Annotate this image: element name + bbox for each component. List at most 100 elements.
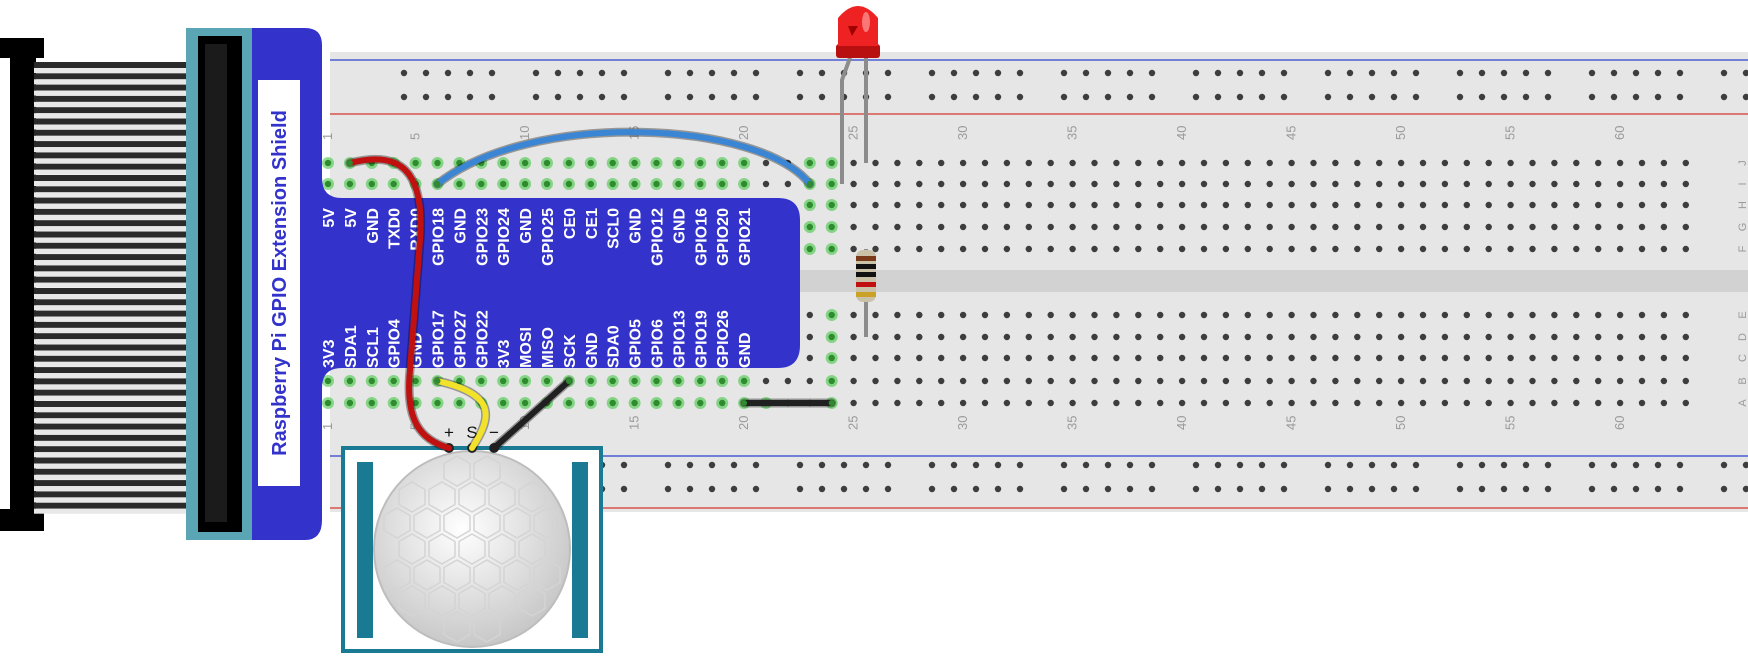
ribbon-wire-dark: [34, 242, 194, 249]
breadboard-hole: [1157, 223, 1164, 231]
column-number: 50: [1393, 416, 1408, 430]
breadboard-hole: [1266, 399, 1273, 407]
breadboard-hole: [1376, 245, 1383, 253]
breadboard-hole: [1310, 159, 1317, 167]
pin-label: GPIO24: [496, 208, 513, 266]
ribbon-wire-dark: [34, 265, 194, 272]
breadboard-hole: [1529, 311, 1536, 319]
breadboard-hole: [719, 377, 726, 385]
wires: [345, 127, 837, 453]
breadboard-hole: [587, 180, 594, 188]
breadboard-hole: [324, 159, 332, 167]
rail-hole: [796, 485, 804, 493]
breadboard-hole: [1616, 223, 1624, 231]
breadboard-hole: [1397, 159, 1405, 167]
breadboard-hole: [675, 399, 682, 407]
breadboard-hole: [1595, 311, 1602, 319]
ribbon-wire-light: [34, 463, 194, 469]
ribbon-wire-dark: [34, 367, 194, 374]
rail-hole: [1258, 69, 1266, 77]
rail-hole: [1588, 93, 1596, 101]
ribbon-wire-dark: [34, 152, 194, 159]
breadboard-hole: [1551, 223, 1558, 231]
rail-hole: [1720, 485, 1728, 493]
breadboard-hole: [1419, 223, 1427, 231]
breadboard-hole: [1616, 354, 1624, 362]
breadboard-hole: [1638, 201, 1646, 209]
breadboard-hole: [1354, 245, 1361, 253]
pir-facet: [428, 533, 456, 565]
breadboard-hole: [1135, 223, 1142, 231]
breadboard-hole: [1397, 399, 1405, 407]
breadboard-hole: [1222, 354, 1230, 362]
rail-hole: [1280, 69, 1288, 77]
breadboard-hole: [894, 399, 901, 407]
breadboard-hole: [1332, 201, 1339, 209]
breadboard-hole: [1376, 333, 1383, 341]
breadboard-hole: [1200, 201, 1208, 209]
breadboard-hole: [959, 180, 967, 188]
rail-hole: [532, 69, 540, 77]
rail-hole: [1610, 69, 1618, 77]
breadboard-hole: [1200, 333, 1208, 341]
breadboard-hole: [1244, 399, 1252, 407]
breadboard-hole: [1091, 245, 1098, 253]
ribbon-wire-light: [34, 124, 194, 130]
ribbon-wire-dark: [34, 73, 194, 80]
breadboard-hole: [762, 377, 770, 385]
breadboard-hole: [806, 333, 813, 341]
breadboard-hole: [1266, 180, 1273, 188]
breadboard-hole: [1222, 159, 1230, 167]
rail-hole: [1742, 485, 1748, 493]
rail-hole: [576, 93, 584, 101]
rail-hole: [972, 69, 980, 77]
rail-hole: [730, 93, 738, 101]
breadboard-hole: [1551, 201, 1558, 209]
breadboard-hole: [850, 354, 857, 362]
rail-hole: [620, 485, 628, 493]
rail-hole: [1148, 461, 1156, 469]
ribbon-wire-light: [34, 113, 194, 119]
breadboard-hole: [543, 180, 551, 188]
breadboard-hole: [1069, 354, 1076, 362]
rail-hole: [1016, 93, 1024, 101]
breadboard-hole: [1332, 159, 1339, 167]
rail-hole: [1258, 485, 1266, 493]
breadboard-hole: [1376, 223, 1383, 231]
breadboard-hole: [697, 377, 704, 385]
breadboard-hole: [1682, 180, 1690, 188]
pir-facet: [518, 585, 546, 617]
ribbon-wire-light: [34, 147, 194, 153]
ribbon-wire-dark: [34, 299, 194, 306]
rail-hole: [950, 485, 958, 493]
rail-hole: [1610, 93, 1618, 101]
wire-end: [741, 400, 748, 406]
rail-hole: [1478, 69, 1486, 77]
breadboard-hole: [1573, 159, 1580, 167]
breadboard-hole: [1178, 245, 1186, 253]
column-number: 30: [955, 126, 970, 140]
rail-hole: [1500, 69, 1508, 77]
breadboard-hole: [1113, 245, 1120, 253]
column-number: 20: [736, 416, 751, 430]
rail-hole: [1654, 69, 1662, 77]
breadboard-hole: [1025, 311, 1033, 319]
ribbon-wire-light: [34, 361, 194, 367]
rail-hole: [1720, 461, 1728, 469]
breadboard-hole: [1507, 311, 1514, 319]
column-number: 50: [1393, 126, 1408, 140]
breadboard-hole: [806, 223, 813, 231]
ribbon-wire-light: [34, 101, 194, 107]
column-number: 25: [846, 126, 861, 140]
pir-dome: [373, 450, 571, 648]
breadboard-hole: [500, 180, 507, 188]
rail-hole: [1390, 485, 1398, 493]
ribbon-wire-light: [34, 452, 194, 458]
rail-hole: [1016, 69, 1024, 77]
rail-hole: [1632, 461, 1640, 469]
breadboard-hole: [1441, 399, 1449, 407]
ribbon-wire-light: [34, 350, 194, 356]
rail-hole: [1676, 93, 1684, 101]
breadboard-hole: [1200, 377, 1208, 385]
pin-label: GND: [518, 208, 535, 244]
